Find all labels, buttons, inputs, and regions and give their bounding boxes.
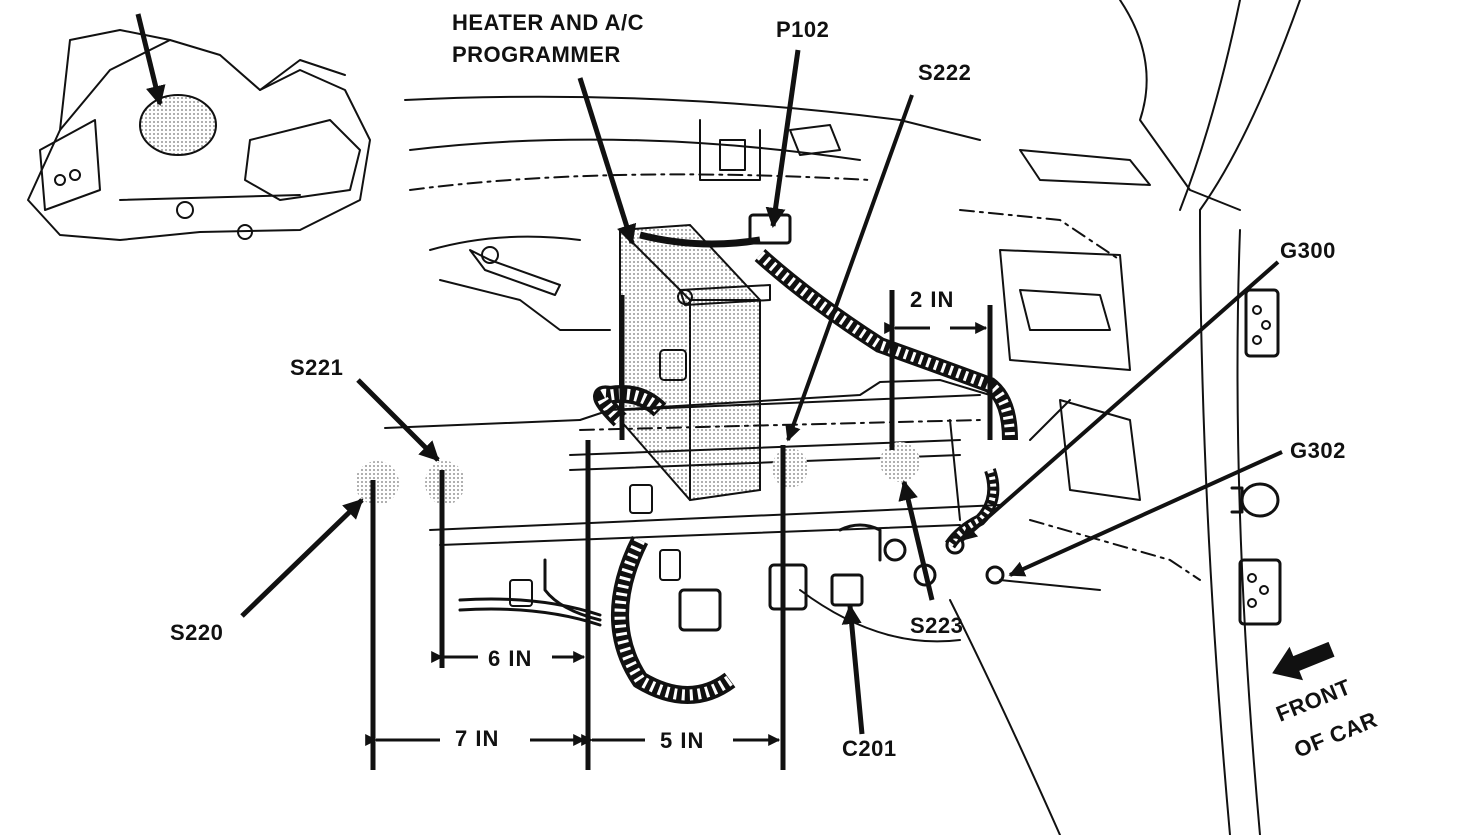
front-of-car-arrow-icon <box>1272 641 1335 681</box>
dimension-2-in: 2 IN <box>910 287 954 312</box>
label-heater-ac-line2: PROGRAMMER <box>452 42 621 67</box>
arrow-s221 <box>356 378 440 462</box>
arrow-c201 <box>841 604 865 735</box>
label-p102: P102 <box>776 17 829 42</box>
splice-s220-spot <box>355 461 399 505</box>
splice-s222-spot <box>772 448 808 488</box>
splice-s221-spot <box>425 461 465 505</box>
wiring-harness <box>458 213 1018 704</box>
dimension-arrows <box>365 322 988 746</box>
arrow-s222 <box>785 94 914 442</box>
arrow-s223 <box>898 480 935 601</box>
dashboard-outline <box>404 0 1301 835</box>
splice-s223-spot <box>880 442 920 482</box>
label-heater-ac-line1: HEATER AND A/C <box>452 10 644 35</box>
label-s220: S220 <box>170 620 223 645</box>
leader-arrows <box>240 49 1283 735</box>
instrument-panel-crossbar <box>384 379 1001 546</box>
label-g302: G302 <box>1290 438 1346 463</box>
arrow-g300 <box>960 260 1280 542</box>
splice-markers <box>355 442 920 505</box>
label-s222: S222 <box>918 60 971 85</box>
dimension-7-in: 7 IN <box>455 726 499 751</box>
dimension-6-in: 6 IN <box>488 646 532 671</box>
car-locator-inset <box>27 13 371 241</box>
label-g300: G300 <box>1280 238 1336 263</box>
inset-steering-wheel <box>139 94 217 156</box>
label-s223: S223 <box>910 613 963 638</box>
heater-ac-programmer-module <box>619 223 771 502</box>
arrow-s220 <box>240 498 364 618</box>
label-c201: C201 <box>842 736 897 761</box>
door-hinges <box>1230 288 1282 626</box>
dimension-5-in: 5 IN <box>660 728 704 753</box>
arrow-p102 <box>765 49 801 228</box>
arrow-heater-ac-programmer <box>577 77 637 245</box>
arrow-g302 <box>1008 450 1283 577</box>
label-s221: S221 <box>290 355 343 380</box>
dimension-reference-lines <box>370 290 993 770</box>
inset-pointer-arrow <box>135 13 166 106</box>
